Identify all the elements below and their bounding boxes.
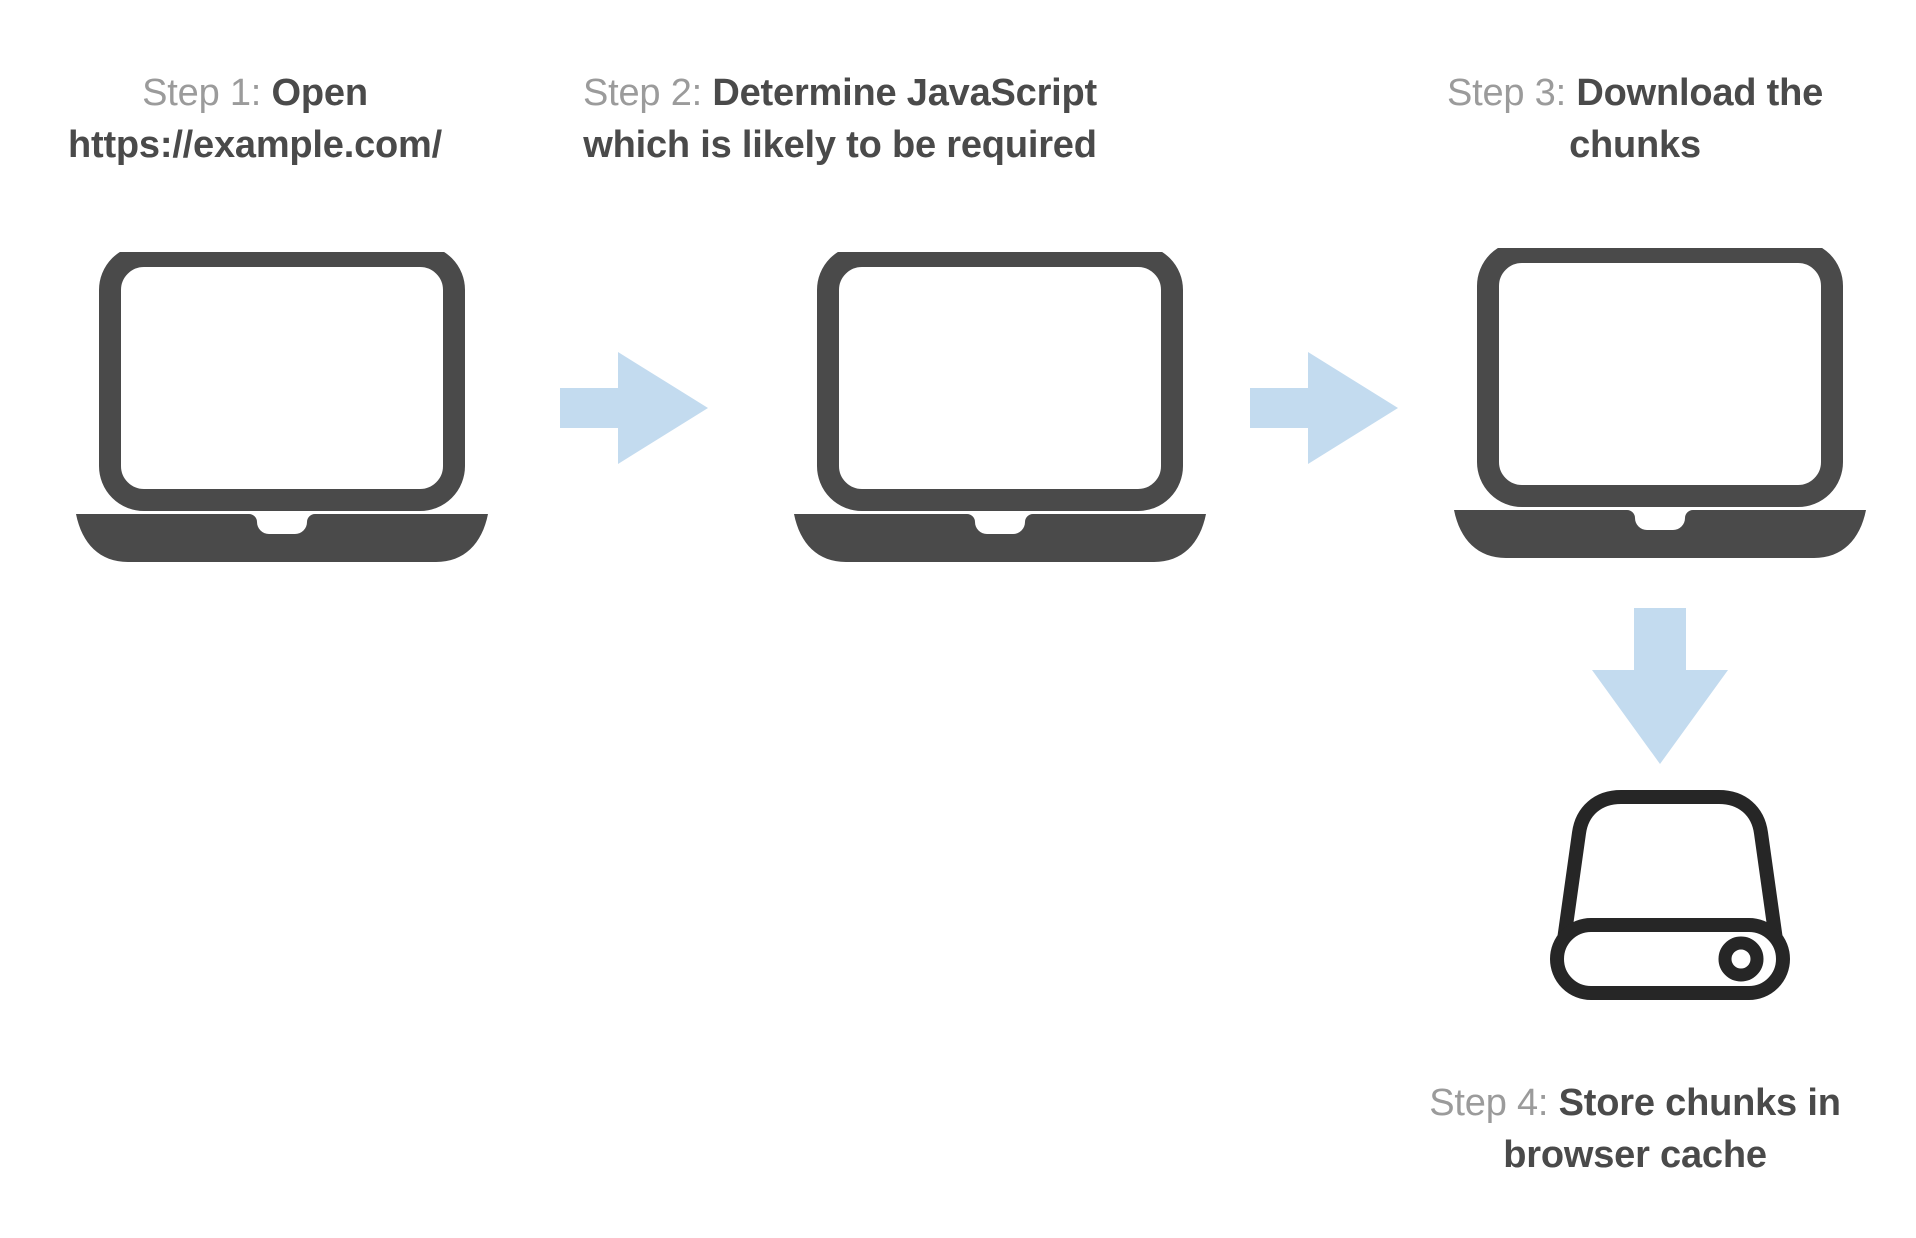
laptop-icon — [72, 252, 492, 572]
step-3-caption: Step 3: Download the chunks — [1400, 68, 1870, 171]
step-2-caption: Step 2: Determine JavaScript which is li… — [540, 68, 1140, 171]
step-3-title: Download the chunks — [1569, 72, 1824, 166]
step-1-title: Open https://example.com/ — [68, 72, 442, 166]
step-4-title: Store chunks in browser cache — [1503, 1082, 1841, 1176]
laptop-icon — [790, 252, 1210, 572]
arrow-right-icon — [1250, 348, 1400, 468]
hard-drive-icon — [1545, 785, 1795, 1005]
step-4-label: Step 4: — [1429, 1082, 1549, 1124]
step-2-label: Step 2: — [582, 72, 703, 114]
step-2-title: Determine JavaScript which is likely to … — [583, 72, 1098, 166]
step-3-label: Step 3: — [1446, 72, 1566, 114]
step-1-caption: Step 1: Open https://example.com/ — [20, 68, 490, 171]
arrow-right-icon — [560, 348, 710, 468]
step-4-caption: Step 4: Store chunks in browser cache — [1400, 1078, 1870, 1181]
arrow-down-icon — [1590, 608, 1730, 768]
laptop-icon — [1450, 248, 1870, 568]
step-1-label: Step 1: — [142, 72, 262, 114]
